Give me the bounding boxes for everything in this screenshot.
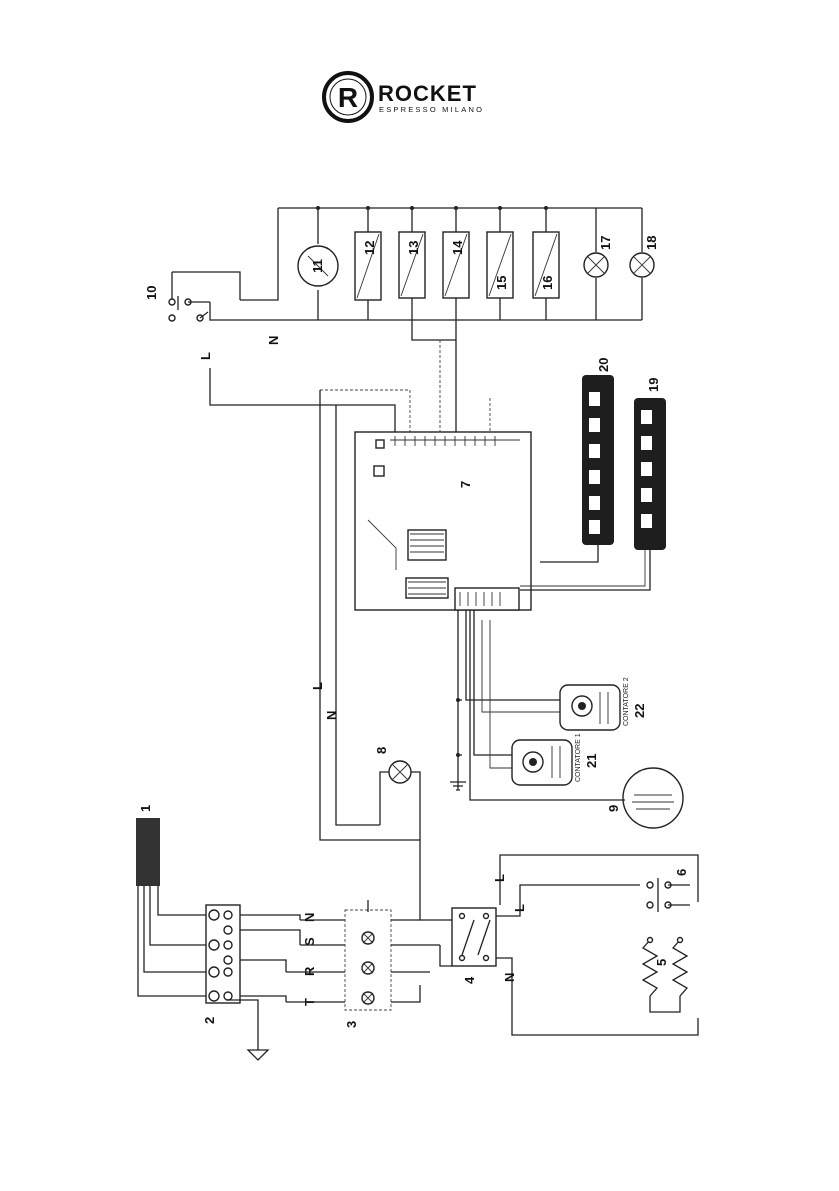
wire-label-n-top: N: [266, 336, 281, 345]
pump-motor: 11: [298, 208, 338, 320]
lamp-18: 18: [630, 208, 659, 320]
wire-label-l-heater-top: L: [492, 874, 507, 882]
label-19: 19: [646, 378, 661, 392]
main-switch-4: 4: [420, 905, 698, 1035]
heater-circuit: 6 5: [500, 855, 698, 1012]
label-9: 9: [606, 805, 621, 812]
flow-meter-22: CONTATORE 2 22: [560, 677, 647, 730]
wire-label-l-top: L: [198, 352, 213, 360]
logo-subtitle: ESPRESSO MILANO: [379, 105, 484, 114]
label-2: 2: [202, 1017, 217, 1024]
logo-mark: R: [338, 82, 358, 113]
solenoid-15: 15: [487, 208, 513, 320]
label-11: 11: [310, 259, 325, 273]
label-20: 20: [596, 358, 611, 372]
wire-label-n-mid: N: [324, 711, 339, 720]
switch-10: 10: [144, 272, 240, 321]
wire-label-l-mid: L: [310, 682, 325, 690]
contatore-1-label: CONTATORE 1: [575, 733, 582, 782]
label-14: 14: [450, 240, 465, 255]
wire-label-n-heater: N: [502, 973, 517, 982]
wire-label-r: R: [302, 966, 317, 976]
keypad-20: 20: [540, 358, 614, 562]
lamp-8: 8: [374, 747, 420, 840]
contactor-3: 3: [344, 900, 440, 1028]
label-7: 7: [458, 481, 473, 488]
label-1: 1: [138, 805, 153, 812]
label-18: 18: [644, 236, 659, 250]
rocket-logo: R ROCKET ESPRESSO MILANO: [324, 73, 484, 121]
wire-label-l-heater: L: [512, 904, 527, 912]
flow-meter-21: CONTATORE 1 21: [512, 733, 599, 785]
label-4: 4: [462, 976, 477, 984]
controller-wiring: [210, 340, 490, 910]
label-10: 10: [144, 286, 159, 300]
label-5: 5: [654, 959, 669, 966]
heating-element-5: 5: [643, 938, 687, 1013]
pressure-switch-6: 6: [647, 869, 690, 912]
contatore-2-label: CONTATORE 2: [623, 677, 630, 726]
label-8: 8: [374, 747, 389, 754]
lamp-17: 17: [584, 208, 613, 320]
label-3: 3: [344, 1021, 359, 1028]
load-section: 11 12 13 14 15: [144, 206, 659, 432]
label-6: 6: [674, 869, 689, 876]
terminal-block-2: 2: [202, 905, 300, 1060]
label-13: 13: [406, 241, 421, 255]
label-21: 21: [584, 754, 599, 768]
label-12: 12: [362, 241, 377, 255]
power-cable-1: 1: [136, 805, 208, 996]
solenoid-16: 16: [533, 208, 559, 320]
label-15: 15: [494, 276, 509, 290]
control-board: 7: [355, 432, 531, 610]
label-16: 16: [540, 276, 555, 290]
logo-word: ROCKET: [378, 81, 477, 106]
label-22: 22: [632, 704, 647, 718]
solenoid-12: 12: [355, 208, 381, 320]
label-17: 17: [598, 236, 613, 250]
